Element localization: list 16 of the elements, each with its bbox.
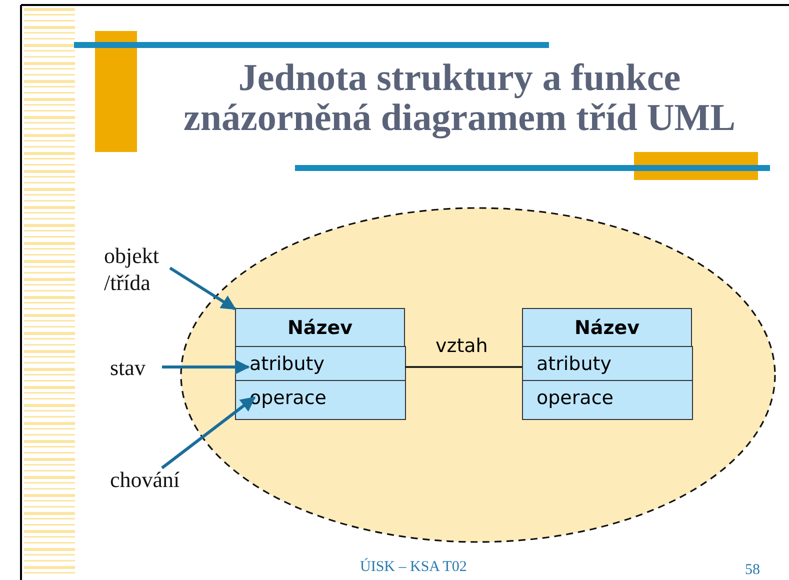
footer-text: ÚISK – KSA T02 <box>360 559 467 576</box>
class-name: Název <box>286 316 354 341</box>
ellipse-region <box>180 207 776 543</box>
title: Jednota struktury a funkce znázorněná diagramem tříd UML <box>182 58 736 138</box>
class-box <box>522 308 692 420</box>
class-name: Název <box>573 316 641 341</box>
class-compartment: atributy <box>522 346 692 381</box>
leader-arrow <box>161 396 256 470</box>
page-number: 58 <box>745 562 760 579</box>
annotation-label: objekt /třída <box>104 242 184 296</box>
class-compartment: atributy <box>234 346 406 381</box>
leader-arrow <box>169 266 236 310</box>
annotation-label: stav <box>110 354 160 381</box>
class-box <box>235 308 405 420</box>
annotation-label: chování <box>110 466 200 493</box>
association-line <box>405 366 522 368</box>
